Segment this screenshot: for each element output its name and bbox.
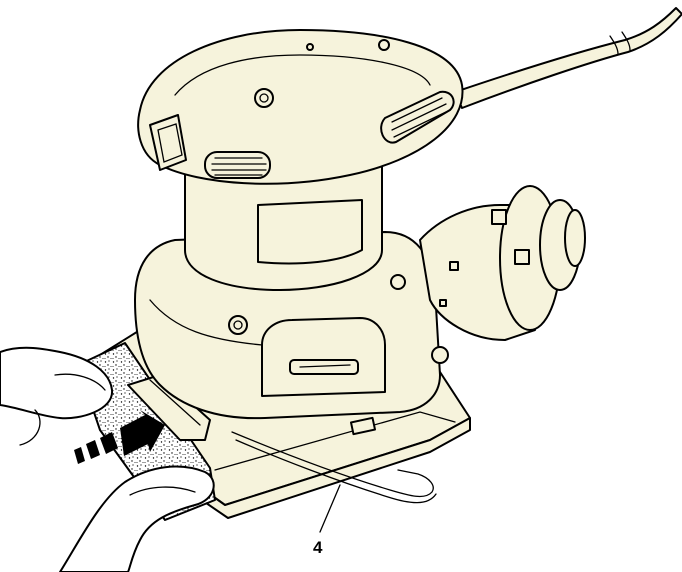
left-hand-upper: [0, 346, 114, 446]
vent-grille-right: [380, 90, 455, 144]
push-arrow-icon: [74, 410, 165, 464]
callout-leader-4: [319, 484, 341, 533]
motor-column: [184, 149, 383, 291]
power-cord: [454, 7, 682, 109]
vent-grille-left: [204, 151, 271, 179]
top-handle: [137, 29, 464, 185]
left-hand-lower: [59, 465, 215, 572]
callout-label-4: 4: [313, 538, 323, 557]
dust-port: [419, 185, 586, 341]
power-switch: [149, 114, 187, 171]
